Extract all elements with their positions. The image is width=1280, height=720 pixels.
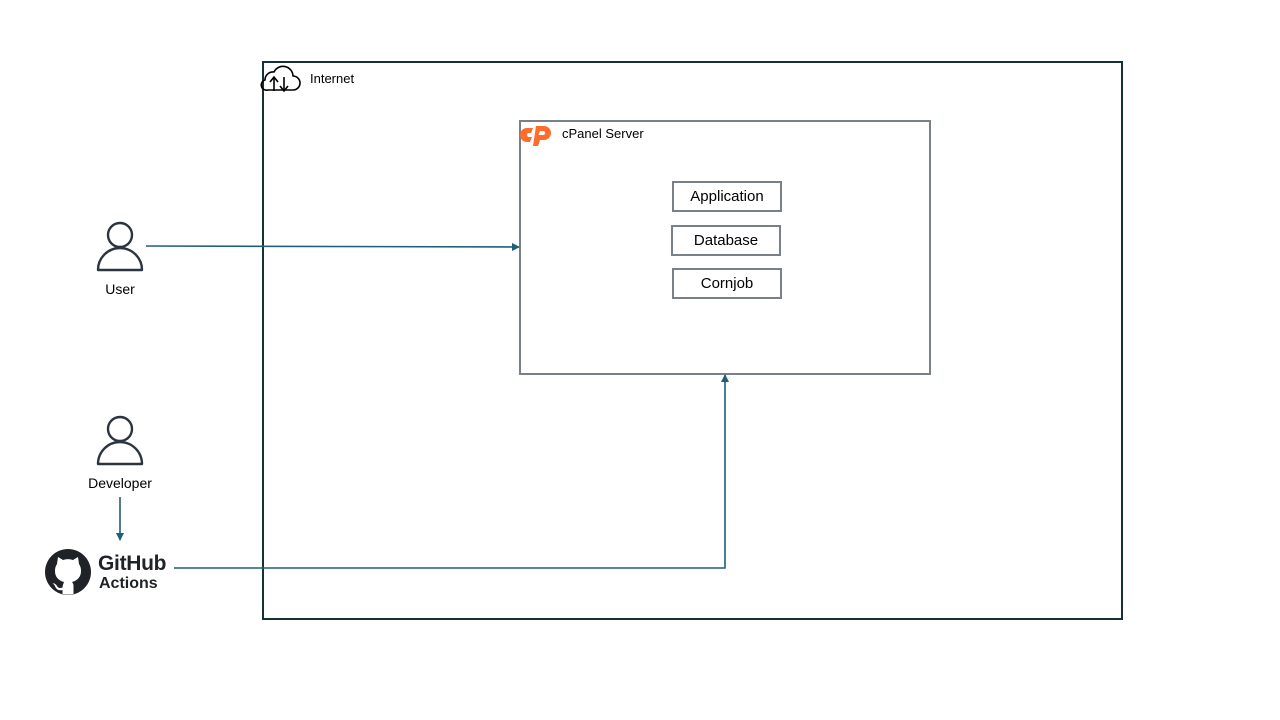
github-title: GitHub: [98, 552, 167, 575]
cpanel-server-label: cPanel Server: [562, 126, 644, 141]
user-label: User: [105, 281, 135, 297]
github-octocat-icon: [45, 549, 91, 595]
user-to-cpanel-arrow: [145, 242, 520, 251]
internet-boundary: [262, 61, 1123, 620]
cornjob-box: Cornjob: [672, 268, 782, 299]
github-to-cpanel-arrow: [174, 374, 729, 569]
developer-label: Developer: [88, 475, 152, 491]
github-subtitle: Actions: [99, 575, 158, 592]
user-person-icon: [96, 221, 144, 272]
developer-person-icon: [96, 415, 144, 466]
cloud-upload-download-icon: [260, 65, 301, 93]
cpanel-logo-icon: [520, 126, 551, 146]
database-box: Database: [671, 225, 781, 256]
application-box: Application: [672, 181, 782, 212]
internet-label: Internet: [310, 71, 355, 86]
